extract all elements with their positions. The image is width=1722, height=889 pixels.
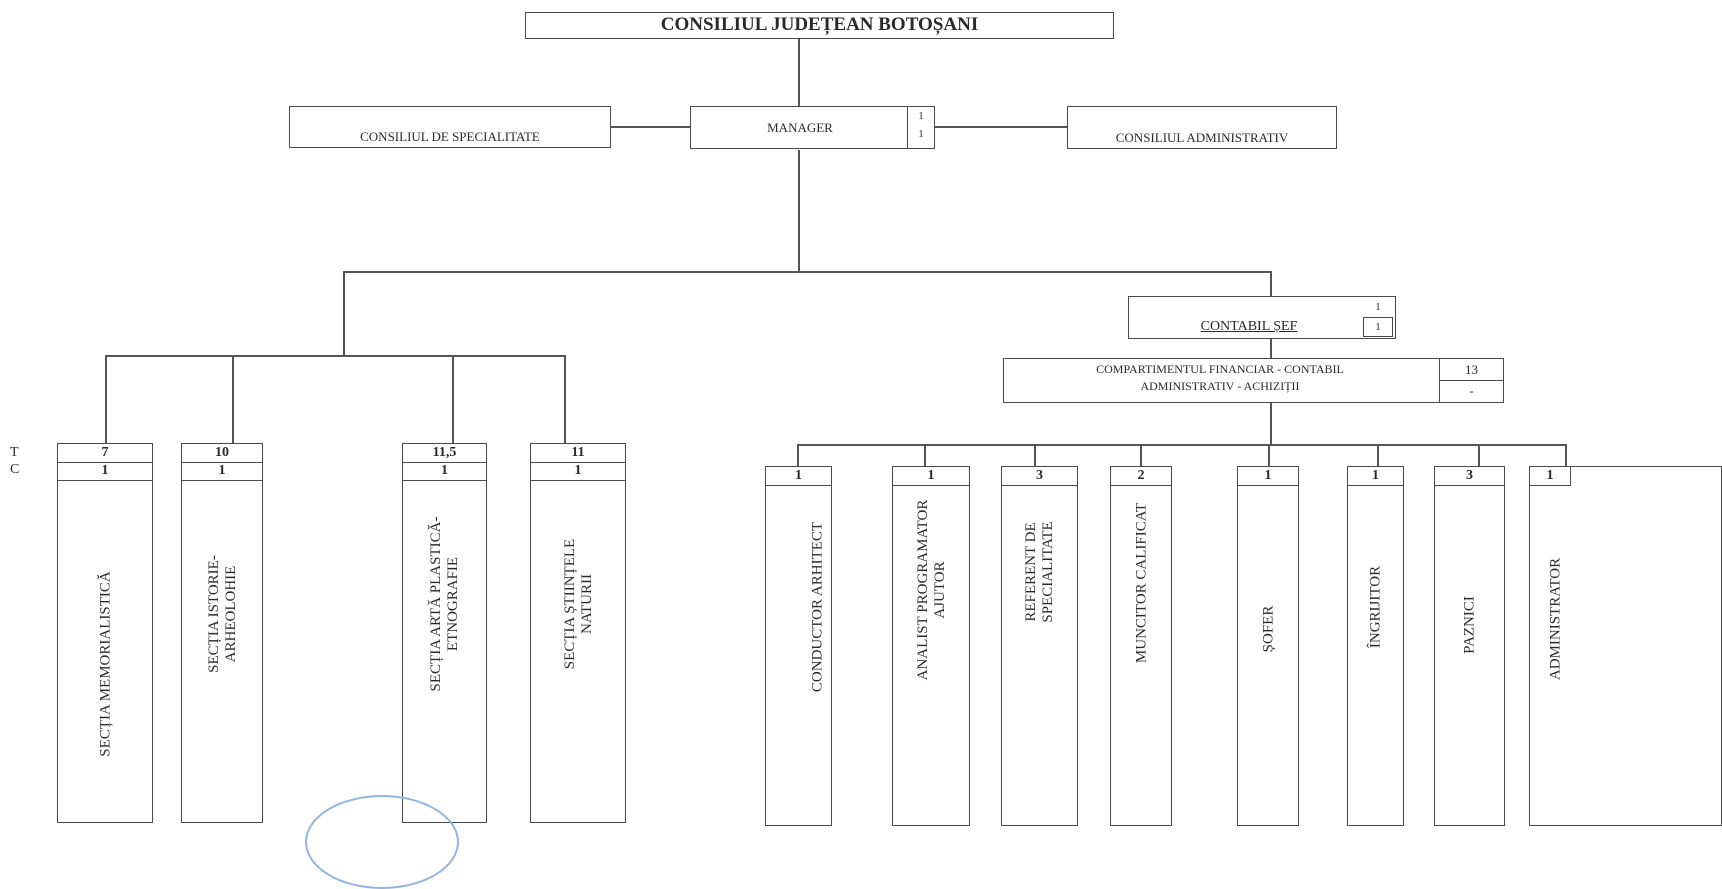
section-count-t: 11,5: [403, 444, 486, 463]
finance-department-line1: COMPARTIMENTUL FINANCIAR - CONTABIL: [1096, 362, 1344, 376]
stamp-fragment: [305, 795, 459, 889]
connector-line: [1034, 444, 1036, 466]
staff-count: 2: [1111, 467, 1171, 486]
section-count-c: 1: [182, 462, 262, 481]
connector-line: [1268, 444, 1270, 466]
title-box: CONSILIUL JUDEȚEAN BOTOȘANI: [525, 12, 1114, 39]
connector-line: [1140, 444, 1142, 466]
staff-box: 1 ÎNGRIJITOR: [1347, 466, 1404, 826]
staff-box: 3 PAZNICI: [1434, 466, 1505, 826]
staff-label: ÎNGRIJITOR: [1367, 565, 1384, 649]
specialty-council-label: CONSILIUL DE SPECIALITATE: [360, 129, 540, 144]
connector-line: [564, 355, 566, 443]
connector-line: [797, 444, 799, 466]
staff-count: 1: [893, 467, 969, 486]
staff-label: PAZNICI: [1461, 596, 1478, 654]
connector-line: [1270, 338, 1272, 358]
staff-label: ADMINISTRATOR: [1547, 557, 1564, 681]
chief-accountant-box: CONTABIL ȘEF 1 1: [1128, 296, 1396, 339]
connector-line: [934, 126, 1068, 128]
manager-box: MANAGER 1 1: [690, 106, 935, 149]
connector-line: [1377, 444, 1379, 466]
chief-accountant-count-bottom: 1: [1363, 318, 1393, 337]
staff-label: ȘOFER: [1260, 605, 1277, 653]
specialty-council-box: CONSILIUL DE SPECIALITATE: [289, 106, 611, 148]
connector-line: [610, 126, 690, 128]
connector-line: [452, 355, 454, 443]
connector-line: [797, 444, 1567, 446]
connector-line: [798, 150, 800, 272]
connector-line: [1478, 444, 1480, 466]
staff-count: 1: [1238, 467, 1298, 486]
finance-department-box: COMPARTIMENTUL FINANCIAR - CONTABIL ADMI…: [1003, 358, 1504, 403]
connector-line: [343, 271, 345, 356]
connector-line: [343, 271, 1271, 273]
connector-line: [105, 355, 107, 443]
connector-line: [232, 355, 234, 443]
section-box: 10 1 SECȚIA ISTORIE-ARHEOLOHIE: [181, 443, 263, 823]
connector-line: [1270, 402, 1272, 445]
finance-department-line2: ADMINISTRATIV - ACHIZIȚII: [1140, 379, 1300, 393]
connector-line: [798, 38, 800, 108]
staff-label: MUNCITOR CALIFICAT: [1133, 502, 1150, 664]
connector-line: [105, 355, 565, 357]
section-box: 11,5 1 SECȚIA ARTĂ PLASTICĂ-ETNOGRAFIE: [402, 443, 487, 823]
staff-count: 1: [1530, 467, 1571, 486]
manager-count-top: 1: [918, 110, 924, 122]
section-label: SECȚIA ARTĂ PLASTICĂ-ETNOGRAFIE: [427, 516, 461, 692]
staff-box: 1 ȘOFER: [1237, 466, 1299, 826]
connector-line: [924, 444, 926, 466]
staff-box: 1 ADMINISTRATOR: [1529, 466, 1722, 826]
admin-council-label: CONSILIUL ADMINISTRATIV: [1115, 130, 1289, 145]
manager-label: MANAGER: [767, 120, 833, 135]
staff-label: CONDUCTOR ARHITECT: [809, 521, 826, 693]
section-label: SECȚIA MEMORIALISTICĂ: [97, 571, 114, 757]
finance-department-count-top: 13: [1440, 359, 1503, 381]
connector-line: [1270, 271, 1272, 296]
manager-count-cell: 1 1: [907, 107, 934, 148]
legend-t: T: [10, 445, 19, 460]
connector-line: [1565, 444, 1567, 466]
section-label: SECȚIA ISTORIE-ARHEOLOHIE: [205, 555, 239, 673]
chief-accountant-count-top: 1: [1363, 297, 1393, 318]
page-title: CONSILIUL JUDEȚEAN BOTOȘANI: [660, 14, 979, 35]
staff-count: 3: [1002, 467, 1077, 486]
manager-count-bottom: 1: [918, 128, 924, 140]
section-count-c: 1: [531, 462, 625, 481]
staff-count: 1: [766, 467, 831, 486]
finance-department-count-bottom: -: [1469, 383, 1474, 398]
chief-accountant-label: CONTABIL ȘEF: [1200, 319, 1298, 334]
admin-council-box: CONSILIUL ADMINISTRATIV: [1067, 106, 1337, 149]
staff-box: 1 CONDUCTOR ARHITECT: [765, 466, 832, 826]
staff-count: 3: [1435, 467, 1504, 486]
section-count-c: 1: [58, 462, 152, 481]
staff-box: 2 MUNCITOR CALIFICAT: [1110, 466, 1172, 826]
legend-c: C: [10, 462, 20, 477]
section-count-t: 10: [182, 444, 262, 463]
section-count-t: 7: [58, 444, 152, 463]
staff-count: 1: [1348, 467, 1403, 486]
section-count-c: 1: [403, 462, 486, 481]
chief-accountant-count-cell: 1 1: [1363, 297, 1393, 338]
section-box: 7 1 SECȚIA MEMORIALISTICĂ: [57, 443, 153, 823]
finance-department-count-cell: 13 -: [1439, 359, 1503, 402]
section-count-t: 11: [531, 444, 625, 463]
